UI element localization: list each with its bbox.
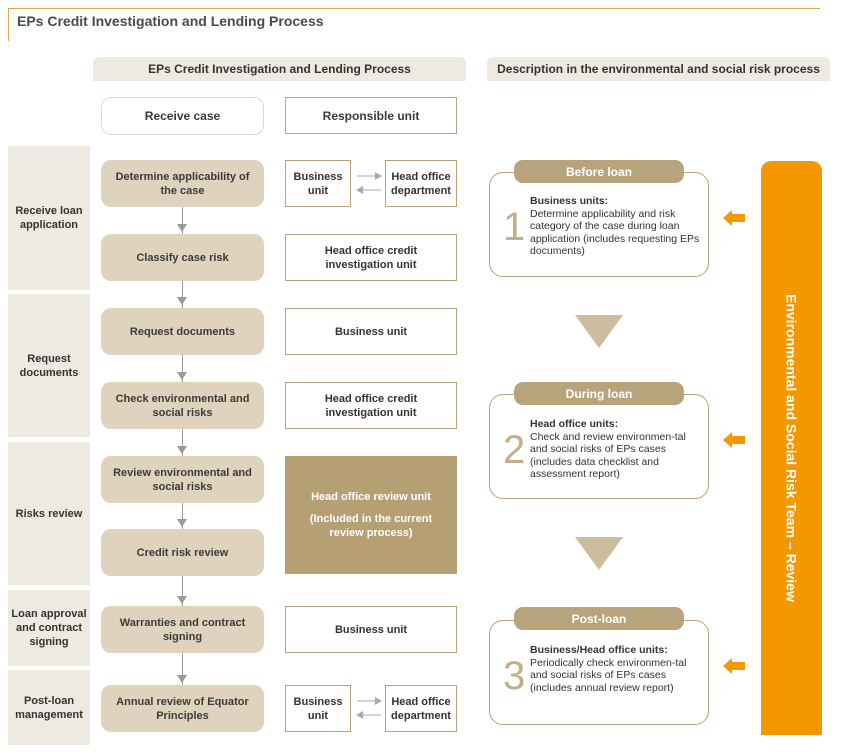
title-frame (8, 8, 820, 41)
risk-team-bar: Environmental and Social Risk Team – Rev… (761, 161, 822, 735)
phase-description: Business/Head office units:Periodically … (530, 644, 705, 694)
phase-number: 3 (503, 654, 526, 698)
bidirectional-arrow-icon (356, 172, 382, 194)
arrow-down-icon (177, 224, 187, 232)
credit-investigation-unit-box: Head office credit investigation unit (285, 382, 457, 429)
phase-number: 1 (503, 205, 526, 249)
phase-who: Business units: (530, 195, 609, 207)
step-warranties: Warranties and contract signing (101, 606, 264, 653)
arrow-down-icon (177, 446, 187, 454)
risk-team-label: Environmental and Social Risk Team – Rev… (783, 294, 800, 602)
step-credit-risk-review: Credit risk review (101, 529, 264, 576)
phase-text: Check and review environmen-tal and soci… (530, 430, 686, 481)
head-office-department-box: Head office department (385, 160, 457, 207)
bidirectional-arrow-icon (356, 697, 382, 719)
business-unit-box: Business unit (285, 685, 351, 732)
process-header: EPs Credit Investigation and Lending Pro… (93, 57, 466, 81)
business-unit-box: Business unit (285, 160, 351, 207)
phase-text: Determine applicability and risk categor… (530, 207, 700, 258)
credit-investigation-unit-box: Head office credit investigation unit (285, 234, 457, 281)
arrow-left-icon (723, 432, 745, 448)
step-annual-review: Annual review of Equator Principles (101, 685, 264, 732)
phase-card-post-loan (489, 620, 709, 725)
phase-label: Before loan (514, 160, 684, 183)
phase-description: Business units:Determine applicability a… (530, 195, 705, 258)
step-check-risks: Check environmental and social risks (101, 382, 264, 429)
phase-label: During loan (514, 382, 684, 405)
review-unit-note: (Included in the current review process) (309, 513, 433, 539)
step-determine-applicability: Determine applicability of the case (101, 160, 264, 207)
phase-who: Business/Head office units: (530, 644, 668, 656)
arrow-down-icon (177, 675, 187, 683)
arrow-down-icon (177, 372, 187, 380)
business-unit-box: Business unit (285, 308, 457, 355)
phase-who: Head office units: (530, 418, 619, 430)
down-triangle-icon (575, 537, 623, 570)
stage-risks-review: Risks review (8, 442, 90, 585)
arrow-down-icon (177, 297, 187, 305)
arrow-down-icon (177, 596, 187, 604)
phase-text: Periodically check environmen-tal and so… (530, 656, 687, 694)
arrow-left-icon (723, 210, 745, 226)
description-header: Description in the environmental and soc… (487, 57, 830, 81)
page-title: EPs Credit Investigation and Lending Pro… (17, 13, 324, 29)
arrow-down-icon (177, 519, 187, 527)
stage-receive-loan: Receive loan application (8, 146, 90, 290)
review-unit-box: Head office review unit (Included in the… (285, 456, 457, 574)
phase-number: 2 (503, 428, 526, 472)
business-unit-box: Business unit (285, 606, 457, 653)
arrow-left-icon (723, 658, 745, 674)
step-classify-risk: Classify case risk (101, 234, 264, 281)
phase-card-before-loan (489, 172, 709, 277)
receive-case-header: Receive case (101, 97, 264, 135)
step-review-risks: Review environmental and social risks (101, 456, 264, 503)
phase-label: Post-loan (514, 607, 684, 630)
step-request-documents: Request documents (101, 308, 264, 355)
review-unit-label: Head office review unit (311, 491, 431, 503)
head-office-department-box: Head office department (385, 685, 457, 732)
stage-loan-approval: Loan approval and contract signing (8, 590, 90, 666)
responsible-unit-header: Responsible unit (285, 97, 457, 134)
stage-request-documents: Request documents (8, 294, 90, 437)
down-triangle-icon (575, 315, 623, 348)
phase-description: Head office units:Check and review envir… (530, 418, 705, 481)
stage-post-loan: Post-loan management (8, 670, 90, 745)
